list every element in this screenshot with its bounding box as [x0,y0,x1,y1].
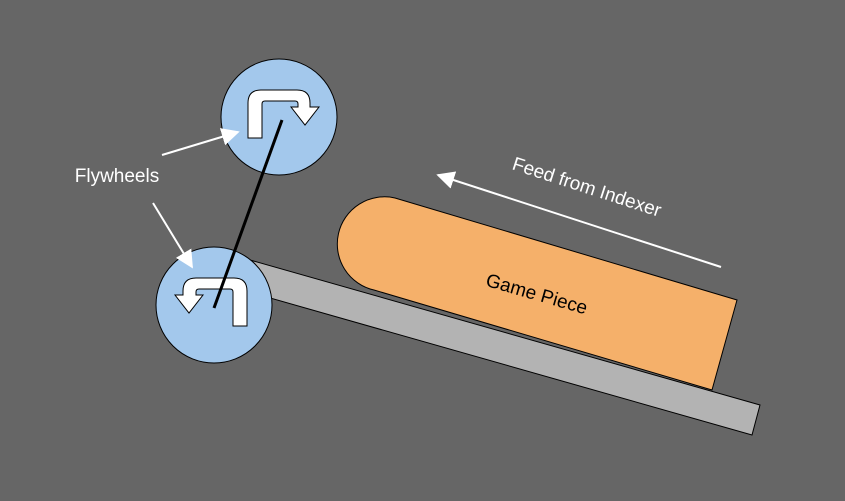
flywheel-pointer-bottom [152,202,193,269]
top-flywheel [220,58,338,176]
game-piece [336,196,738,391]
flywheel-link [212,119,284,309]
counterclockwise-arrow-icon [173,277,248,327]
flywheel-pointer-top [161,128,240,156]
feed-arrow [436,171,722,268]
clockwise-arrow-icon [247,89,321,139]
flywheels-label: Flywheels [75,166,159,187]
feed-label: Feed from Indexer [510,154,665,222]
